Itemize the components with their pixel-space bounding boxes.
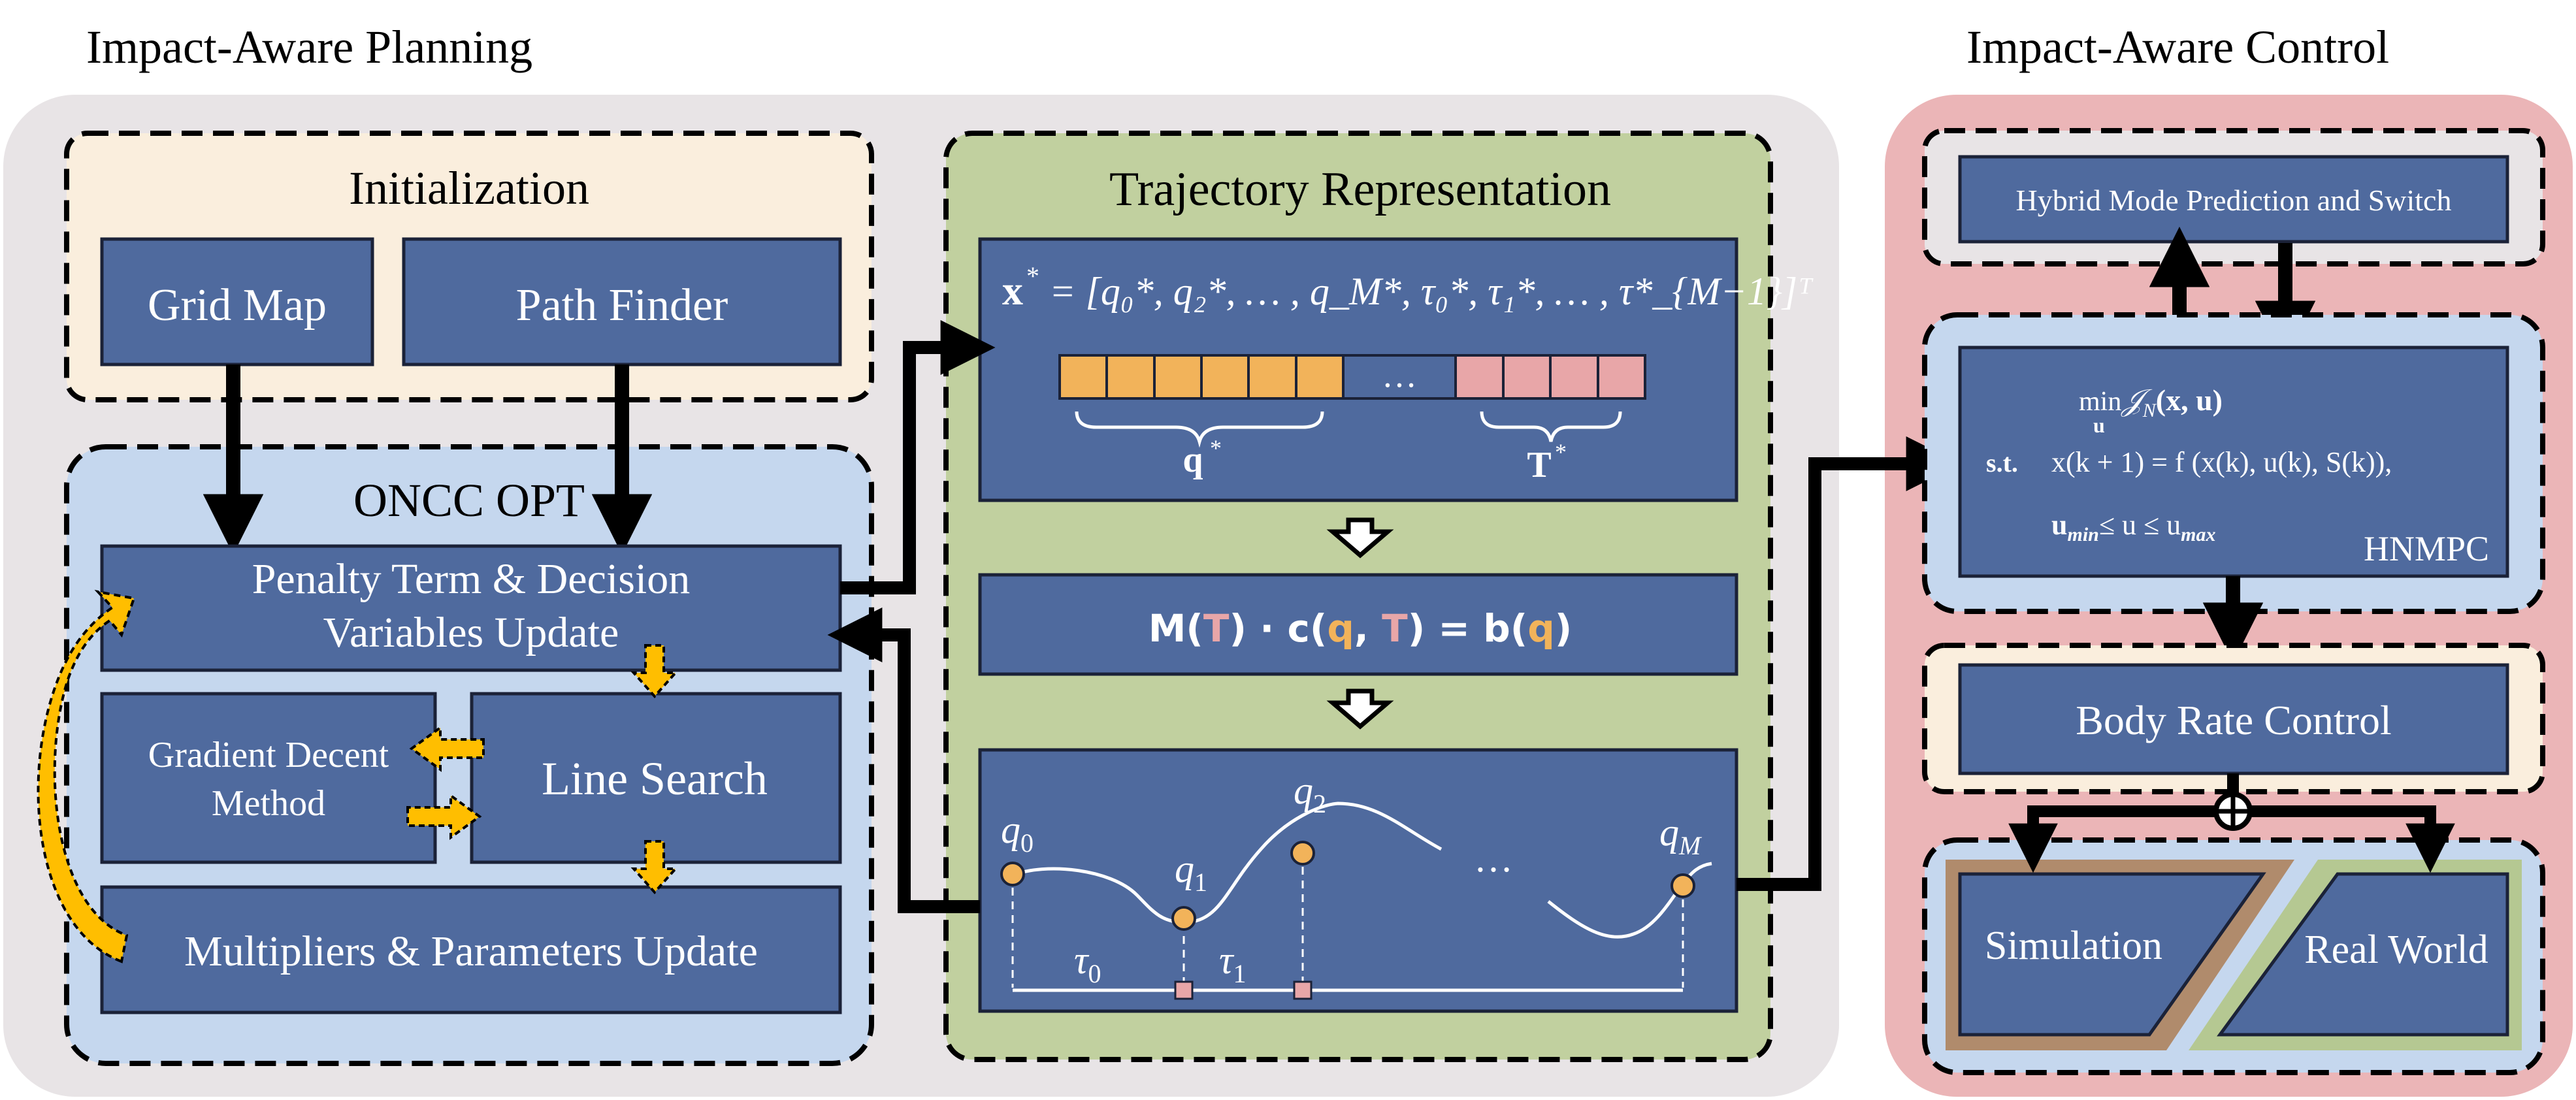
vector-cells: … <box>1058 354 1646 400</box>
t-brace <box>1480 411 1622 442</box>
t-star-superscript: * <box>1555 439 1567 465</box>
hnmpc-min: min <box>2079 387 2121 417</box>
penalty-label-line1: Penalty Term & Decision <box>252 555 691 603</box>
gradient-label-line1: Gradient Decent <box>148 735 389 775</box>
trajectory-title: Trajectory Representation <box>1109 163 1611 216</box>
oncc-title: ONCC OPT <box>353 474 585 526</box>
trajectory-to-hnmpc-arrow <box>1736 436 1961 891</box>
trajectory-curve-2 <box>1547 862 1712 939</box>
control-heading: Impact-Aware Control <box>1966 21 2389 73</box>
eq-dot: · <box>1260 606 1274 651</box>
hnmpc-box <box>1958 346 2509 578</box>
simulation-label: Simulation <box>1985 924 2162 968</box>
ellipsis-cell-label: … <box>1382 355 1417 395</box>
linear-system-equation: M(T) · c(q, T) = b(q) <box>1149 606 1573 651</box>
t-star-label: T <box>1527 445 1551 485</box>
label-q1: q1 <box>1175 847 1207 897</box>
simulation-box <box>1958 872 2266 1037</box>
eq-paren: ( <box>1310 606 1328 651</box>
hnmpc-objective: 𝒥N(x, u) <box>2121 383 2223 421</box>
left-arrow-to-gradient <box>409 725 485 772</box>
eq-comma: , <box>1354 606 1382 651</box>
eq-b: b <box>1483 606 1510 651</box>
grid-map-box <box>100 237 374 366</box>
x-star-definition: = [q₀*, q₂*, … , q_M*, τ₀*, τ₁*, … , τ*_… <box>1049 270 1814 313</box>
body-rate-label: Body Rate Control <box>2076 697 2392 743</box>
hnmpc-min-sub: u <box>2093 413 2105 437</box>
x-star-superscript: * <box>1026 261 1039 291</box>
eq-space <box>1470 606 1483 651</box>
real-world-label: Real World <box>2304 928 2488 972</box>
eq-equals: = <box>1438 606 1470 651</box>
waypoint-labels: q0 q1 q2 qM τ0 τ1 <box>1001 769 1703 988</box>
q-brace <box>1075 411 1324 448</box>
grid-map-label: Grid Map <box>148 280 327 331</box>
x-star-symbol: x <box>1002 267 1023 314</box>
waypoint-qM <box>1671 873 1695 898</box>
gradient-descent-box <box>100 692 437 864</box>
path-finder-box <box>402 237 842 366</box>
eq-paren: ) <box>1408 606 1439 651</box>
right-arrow-to-linesearch <box>406 793 482 840</box>
to-real-world-arrow <box>2250 805 2455 873</box>
initialization-title: Initialization <box>349 162 589 214</box>
down-arrow-penalty-to-linesearch <box>630 644 679 699</box>
waypoint-droplines <box>1011 853 1684 988</box>
eq-M: M <box>1149 606 1186 651</box>
waypoint-q2 <box>1290 841 1315 865</box>
path-finder-label: Path Finder <box>516 280 728 331</box>
eq-space <box>1274 606 1287 651</box>
hnmpc-dynamics: x(k + 1) = f (x(k), u(k), S(k)), <box>2051 446 2392 478</box>
time-marker-1 <box>1174 980 1194 1000</box>
hybrid-mode-label: Hybrid Mode Prediction and Switch <box>2016 184 2452 217</box>
q-star-superscript: * <box>1210 435 1222 461</box>
real-world-box <box>2217 872 2509 1037</box>
q-star-label: q <box>1182 440 1203 480</box>
planning-heading: Impact-Aware Planning <box>86 21 532 73</box>
eq-paren: ) <box>1230 606 1260 651</box>
trajectory-plot-box <box>978 748 1738 1013</box>
yellow-small-arrows <box>406 644 679 895</box>
eq-paren: ) <box>1555 606 1573 651</box>
hybrid-mode-box <box>1958 155 2509 244</box>
ellipsis-cell <box>1342 354 1457 400</box>
to-simulation-arrow <box>2008 805 2216 873</box>
linear-system-box <box>978 573 1738 676</box>
trajectory-to-penalty-arrow <box>827 607 980 913</box>
eq-q1: q <box>1327 606 1354 651</box>
trajectory-curve-1 <box>1012 801 1443 924</box>
eq-paren: ( <box>1186 606 1203 651</box>
label-qM: qM <box>1659 811 1703 860</box>
trajectory-dots: … <box>1474 837 1513 880</box>
down-arrow-linesearch-to-multipliers <box>630 840 679 895</box>
eq-paren: ( <box>1510 606 1528 651</box>
label-q2: q2 <box>1294 769 1326 818</box>
hollow-down-arrow-2 <box>1326 688 1394 730</box>
waypoint-q0 <box>1000 862 1025 886</box>
penalty-label-line2: Variables Update <box>323 609 619 656</box>
hnmpc-label: HNMPC <box>2364 529 2489 568</box>
gradient-label-line2: Method <box>212 783 325 824</box>
multipliers-update-box <box>100 885 842 1014</box>
label-q0: q0 <box>1001 808 1034 858</box>
loop-feedback-arrow <box>37 589 136 963</box>
hnmpc-bounds: umin≤ u ≤ umax <box>2051 509 2215 545</box>
label-tau1: τ1 <box>1219 939 1246 988</box>
eq-c: c <box>1287 606 1309 651</box>
multipliers-label: Multipliers & Parameters Update <box>184 928 758 975</box>
label-tau0: τ0 <box>1074 939 1101 988</box>
line-search-box <box>470 692 842 864</box>
waypoint-q1 <box>1171 906 1196 931</box>
eq-q2: q <box>1527 606 1555 651</box>
body-rate-box <box>1958 663 2509 775</box>
penalty-to-trajectory-arrow <box>840 320 996 594</box>
time-marker-2 <box>1293 980 1312 1000</box>
eq-T1: T <box>1203 606 1230 651</box>
hollow-down-arrow-1 <box>1326 517 1394 558</box>
hnmpc-st: s.t. <box>1986 448 2018 477</box>
line-search-label: Line Search <box>542 752 768 805</box>
eq-T2: T <box>1382 606 1408 651</box>
